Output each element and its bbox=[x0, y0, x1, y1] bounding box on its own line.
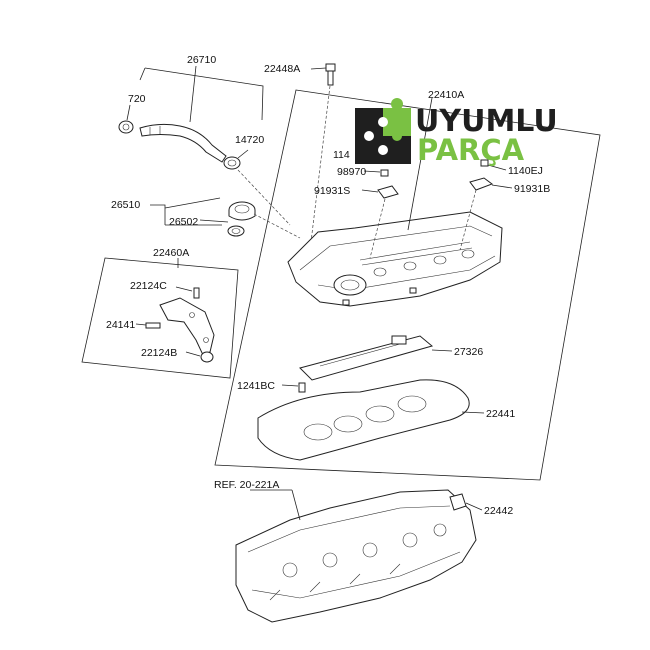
label-ref: REF. 20-221A bbox=[214, 479, 279, 491]
label-22124C: 22124C bbox=[130, 280, 167, 292]
stud-parts bbox=[361, 159, 513, 259]
label-27326: 27326 bbox=[454, 346, 483, 358]
label-1140EJ: 1140EJ bbox=[508, 165, 543, 177]
label-22441: 22441 bbox=[486, 408, 515, 420]
label-1140: 114 bbox=[333, 149, 350, 161]
label-22124B: 22124B bbox=[141, 347, 177, 359]
bracket-22460A-group bbox=[81, 257, 239, 379]
label-26502: 26502 bbox=[169, 216, 198, 228]
brand-logo: UYUMLU PARÇA bbox=[355, 98, 558, 167]
baffle-plate bbox=[281, 335, 453, 393]
cylinder-head bbox=[235, 489, 483, 623]
label-26710: 26710 bbox=[187, 54, 216, 66]
bolt-22448A bbox=[309, 63, 336, 251]
label-22460A: 22460A bbox=[153, 247, 189, 259]
rocker-cover bbox=[287, 97, 503, 307]
oil-cap-group bbox=[150, 197, 301, 239]
label-720: 720 bbox=[128, 93, 146, 105]
logo-line2: PARÇA bbox=[417, 133, 525, 167]
logo-line1: UYUMLU bbox=[415, 104, 558, 139]
label-14720: 14720 bbox=[235, 134, 264, 146]
label-22410A: 22410A bbox=[428, 89, 464, 101]
label-91931B: 91931B bbox=[514, 183, 550, 195]
label-22442: 22442 bbox=[484, 505, 513, 517]
label-91931S: 91931S bbox=[314, 185, 350, 197]
label-1241BC: 1241BC bbox=[237, 380, 275, 392]
label-26510: 26510 bbox=[111, 199, 140, 211]
puzzle-icon bbox=[355, 98, 411, 164]
cover-assembly-outline bbox=[214, 89, 601, 481]
hose-group bbox=[118, 65, 291, 226]
label-98970: 98970 bbox=[337, 166, 366, 178]
label-24141: 24141 bbox=[106, 319, 135, 331]
label-22448A: 22448A bbox=[264, 63, 300, 75]
cover-gasket bbox=[257, 379, 485, 461]
